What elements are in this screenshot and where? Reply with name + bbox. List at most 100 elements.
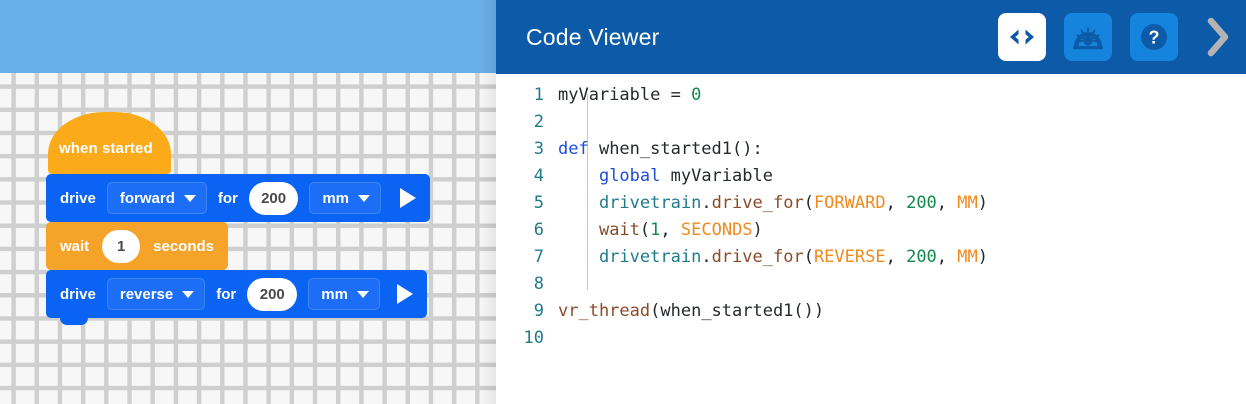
code-line: 5 drivetrain.drive_for(FORWARD, 200, MM) (496, 190, 1246, 217)
hat-block-shape (48, 112, 171, 174)
line-number: 3 (533, 139, 544, 159)
code-viewer-panel: Code Viewer (496, 0, 1246, 404)
code-token: FORWARD (813, 193, 886, 213)
dropdown-drive-reverse-direction[interactable]: reverse (106, 278, 206, 310)
block-notch (60, 316, 88, 325)
chevron-down-icon (182, 290, 195, 298)
next-panel-button[interactable] (1196, 9, 1240, 65)
input-drive-reverse-distance[interactable]: 200 (247, 277, 298, 311)
code-line: 3 def when_started1(): (496, 136, 1246, 163)
code-token: SECONDS (680, 220, 753, 240)
code-token: ) (752, 220, 763, 240)
chevron-down-icon (358, 194, 370, 202)
block-wait[interactable]: wait 1 seconds (46, 222, 228, 277)
code-line-text[interactable]: def when_started1(): (558, 136, 763, 163)
code-token: def (558, 139, 589, 159)
code-token (558, 220, 599, 240)
sky-band (0, 0, 496, 73)
code-line-text[interactable]: vr_thread(when_started1()) (558, 298, 824, 325)
code-line: 6 wait(1, SECONDS) (496, 217, 1246, 244)
code-token: . (701, 247, 712, 267)
code-token: when_started1(): (588, 139, 763, 159)
block-drive-reverse-label-drive: drive (60, 285, 96, 303)
dropdown-drive-reverse-unit-value: mm (321, 285, 348, 303)
indent-guide (587, 94, 588, 290)
code-token: MM (957, 193, 978, 213)
line-number: 5 (533, 193, 544, 213)
block-when-started-label: when started (59, 140, 153, 157)
code-line-text[interactable]: drivetrain.drive_for(FORWARD, 200, MM) (558, 190, 988, 217)
line-number: 2 (533, 112, 544, 132)
block-wait-label: wait (60, 237, 90, 255)
input-drive-forward-distance[interactable]: 200 (248, 181, 299, 215)
block-drive-forward[interactable]: drive forward for 200 mm (46, 174, 430, 229)
code-line: 10 (496, 325, 1246, 352)
block-drive-forward-label-for: for (217, 189, 238, 207)
svg-text:?: ? (1149, 28, 1160, 48)
line-number: 10 (523, 328, 544, 348)
code-token: , (660, 220, 681, 240)
code-token: , (885, 193, 907, 213)
code-token: myVariable (660, 166, 773, 186)
dashboard-button[interactable] (1064, 13, 1112, 61)
play-icon[interactable] (400, 188, 416, 208)
code-token: ( (803, 247, 814, 267)
code-token: (when_started1()) (650, 301, 825, 321)
line-number: 8 (533, 274, 544, 294)
code-token: = (670, 85, 692, 105)
code-token: ( (803, 193, 814, 213)
block-workspace[interactable]: when started drive forward for 200 mm (0, 0, 496, 404)
code-token: . (701, 193, 712, 213)
code-line-text[interactable]: wait(1, SECONDS) (558, 217, 763, 244)
code-line-text[interactable]: drivetrain.drive_for(REVERSE, 200, MM) (558, 244, 988, 271)
code-token: ) (977, 193, 989, 213)
dropdown-drive-reverse-direction-value: reverse (119, 285, 174, 303)
dropdown-drive-forward-unit[interactable]: mm (309, 182, 381, 214)
code-token: , (885, 247, 907, 267)
code-token: drive_for (711, 247, 804, 267)
code-line-text[interactable]: global myVariable (558, 163, 773, 190)
code-token (558, 247, 599, 267)
code-line-text[interactable]: myVariable = 0 (558, 82, 701, 109)
code-line: 4 global myVariable (496, 163, 1246, 190)
code-view-button[interactable] (998, 13, 1046, 61)
code-token: wait (598, 220, 640, 240)
line-number: 6 (533, 220, 544, 240)
code-token: , (936, 193, 958, 213)
help-button[interactable]: ? (1130, 13, 1178, 61)
code-token: ) (977, 247, 989, 267)
block-drive-reverse[interactable]: drive reverse for 200 mm (46, 270, 427, 325)
help-icon: ? (1141, 24, 1167, 50)
chevron-right-icon (1207, 17, 1229, 57)
line-number: 9 (533, 301, 544, 321)
code-token: 1 (650, 220, 661, 240)
chevron-down-icon (356, 290, 369, 298)
code-line: 8 (496, 271, 1246, 298)
code-token: myVariable (558, 85, 671, 105)
line-number: 1 (533, 85, 544, 105)
code-icon (1010, 29, 1034, 45)
code-token: , (936, 247, 958, 267)
block-when-started[interactable]: when started (48, 112, 171, 181)
code-token: 200 (906, 193, 937, 213)
code-line: 9 vr_thread(when_started1()) (496, 298, 1246, 325)
dashboard-icon (1073, 27, 1103, 50)
dropdown-drive-reverse-unit[interactable]: mm (308, 278, 380, 310)
block-wait-label-seconds: seconds (153, 237, 214, 255)
code-token (558, 166, 599, 186)
code-token (558, 193, 599, 213)
dropdown-drive-forward-direction[interactable]: forward (106, 182, 207, 214)
code-token: ( (639, 220, 651, 240)
code-token: vr_thread (558, 301, 651, 321)
code-token: 200 (906, 247, 937, 267)
chevron-down-icon (183, 194, 196, 202)
code-viewer-header: Code Viewer (496, 0, 1246, 74)
line-number: 7 (533, 247, 544, 267)
play-icon[interactable] (396, 284, 413, 304)
input-wait-duration[interactable]: 1 (102, 229, 141, 263)
block-stack[interactable]: when started drive forward for 200 mm (46, 112, 430, 325)
code-token: drivetrain (598, 193, 702, 213)
